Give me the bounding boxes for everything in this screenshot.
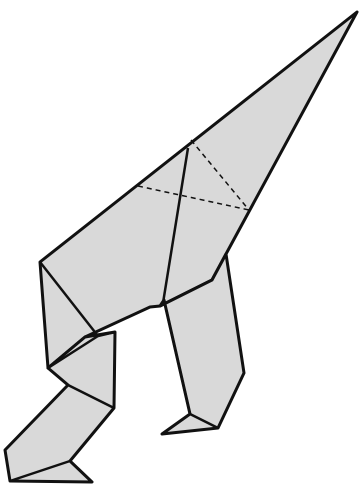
origami-diagram-canvas <box>0 0 361 485</box>
origami-figure <box>0 0 361 485</box>
